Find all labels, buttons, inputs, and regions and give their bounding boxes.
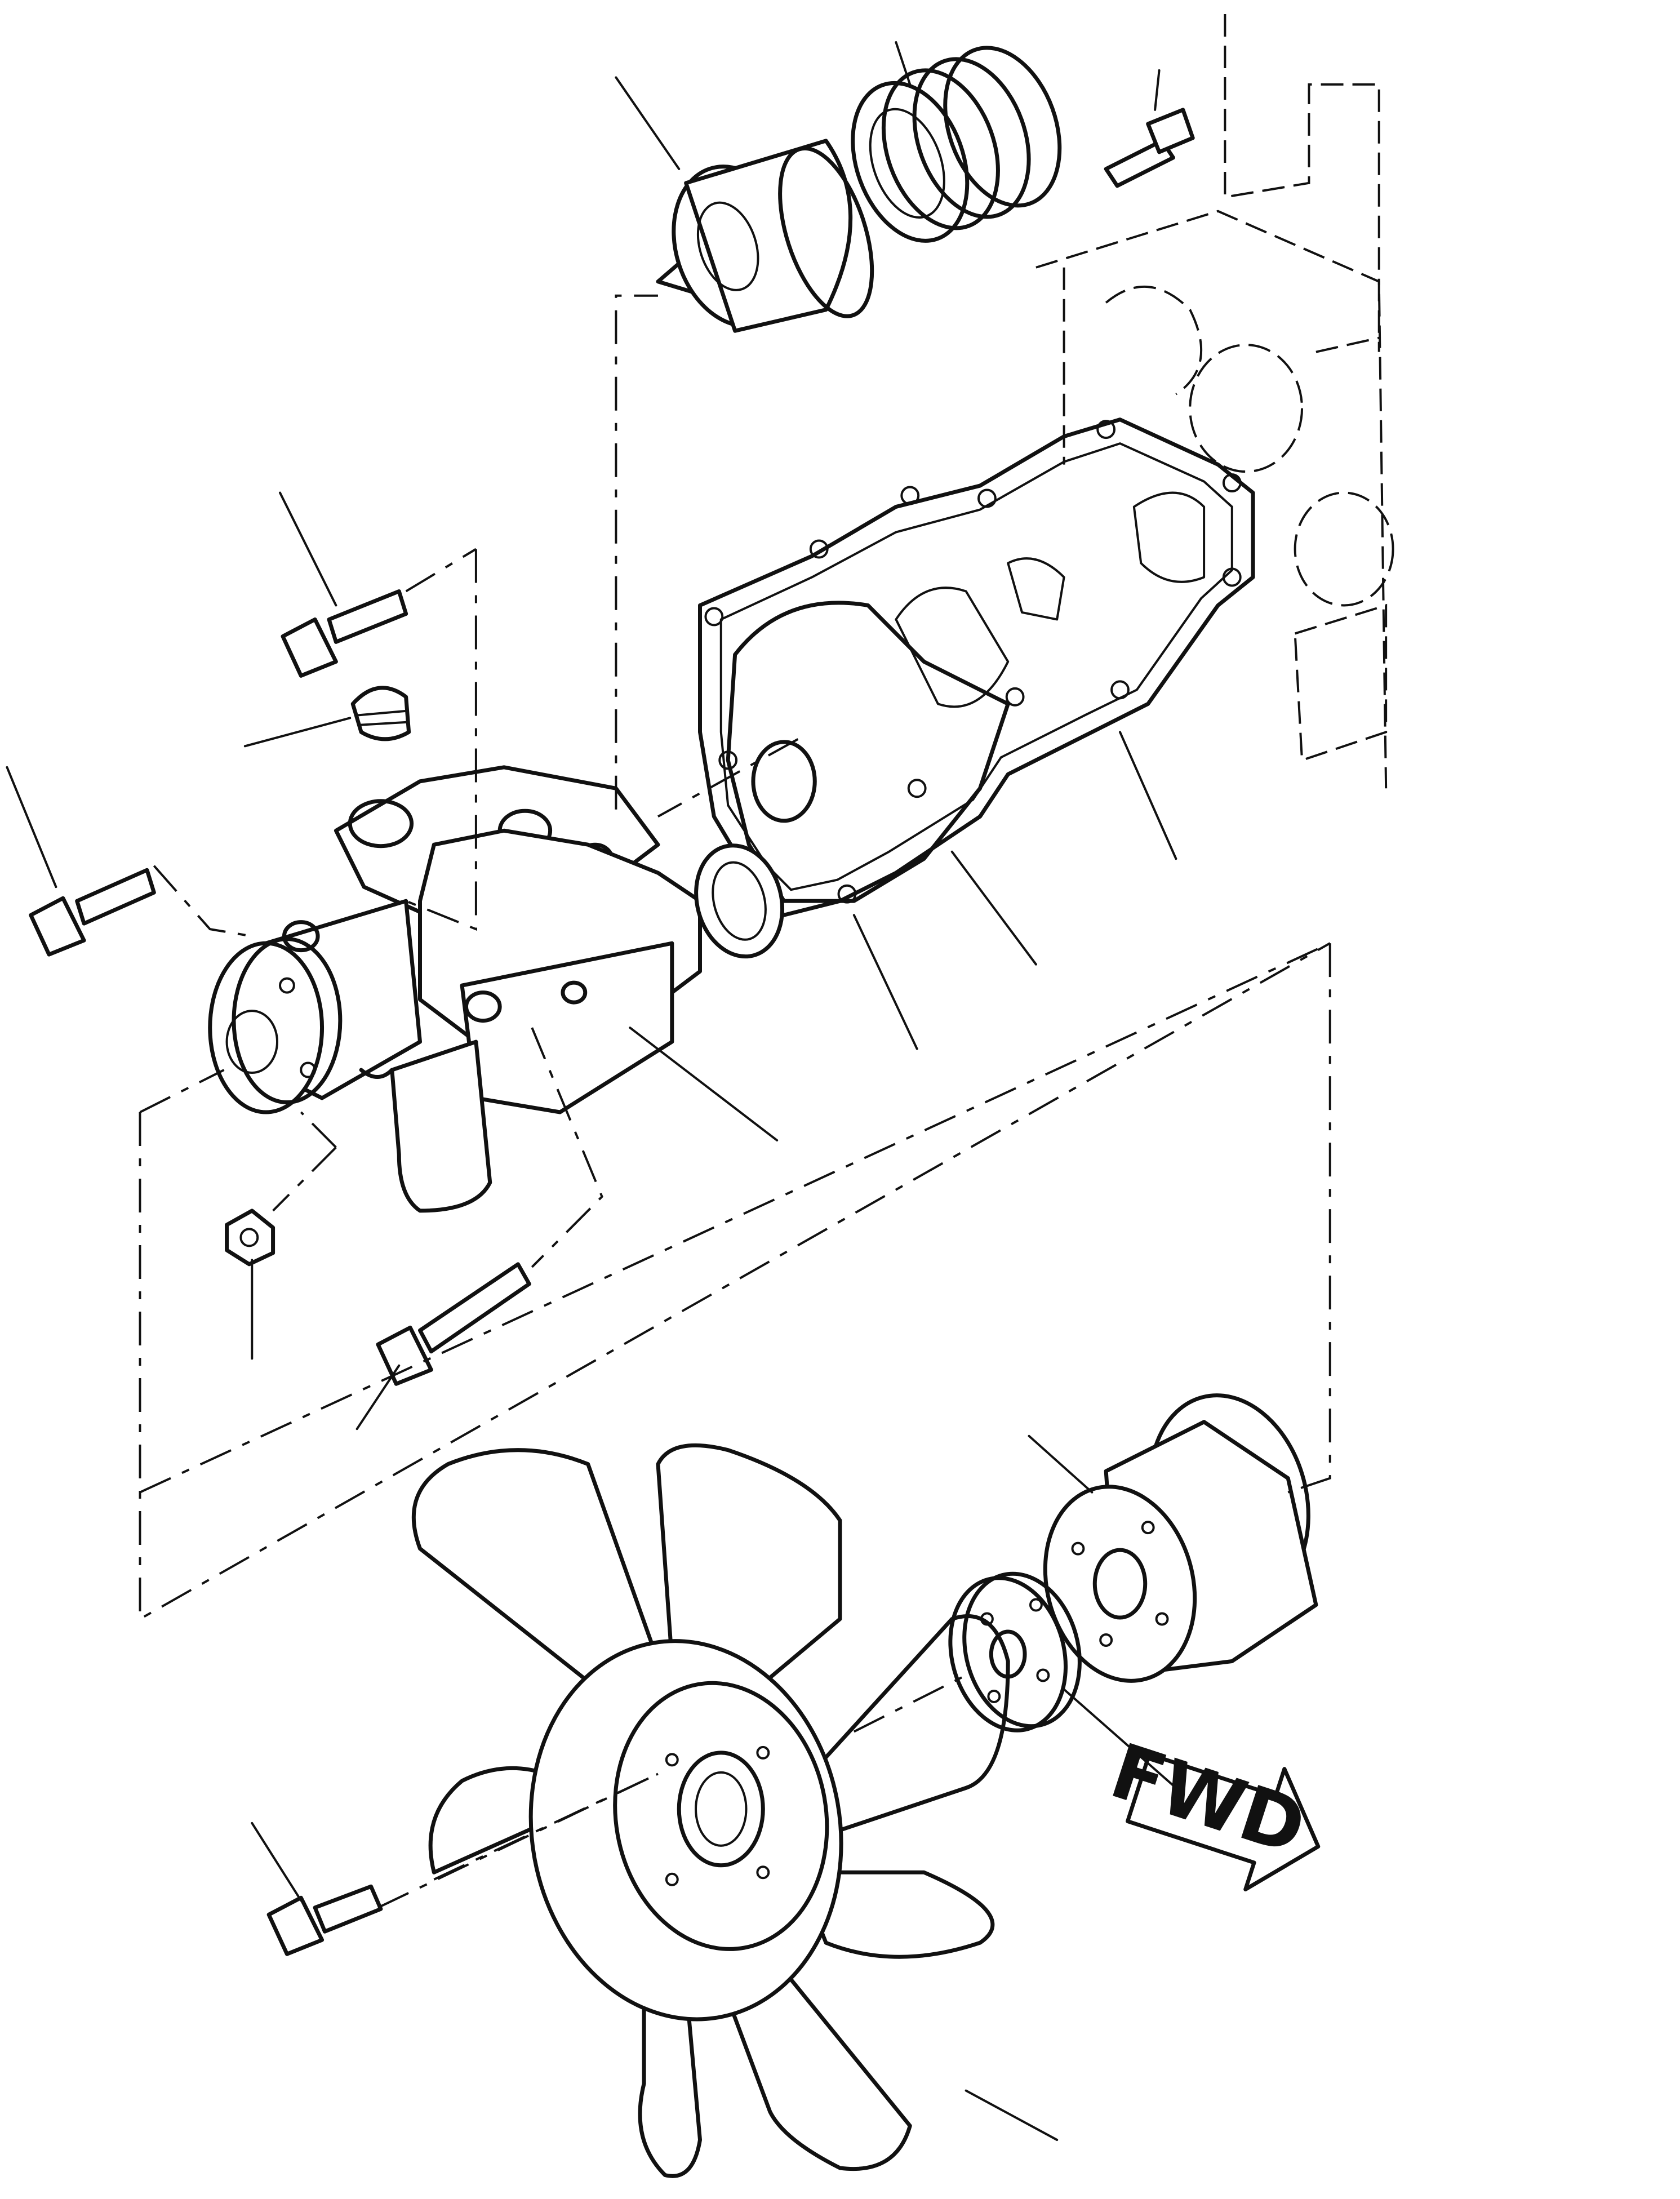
cooling-fan <box>414 1445 1008 2176</box>
pump-bolt-upper <box>283 591 406 676</box>
arrow-right-icon <box>1119 1727 1337 1907</box>
fwd-direction-badge: FWD <box>1101 1726 1337 1907</box>
pump-nut <box>227 1211 273 1264</box>
drain-plug <box>353 688 408 739</box>
water-pump-body <box>210 767 794 1211</box>
fan-pulley <box>1024 1378 1331 1698</box>
pump-backplate <box>728 603 1008 901</box>
fwd-label: FWD <box>1101 1726 1316 1872</box>
engine-block <box>1036 14 1393 788</box>
pump-bolt-left <box>31 870 154 954</box>
housing-bolt <box>1106 110 1193 186</box>
thermostat-seal <box>832 32 1080 257</box>
leader-lines <box>7 42 1176 2140</box>
assembly-center-lines <box>140 296 1330 1908</box>
pump-bolt-lower <box>378 1264 529 1384</box>
fan-bolt <box>269 1886 381 1954</box>
pump-gasket <box>700 420 1254 916</box>
thermostat <box>654 137 890 342</box>
